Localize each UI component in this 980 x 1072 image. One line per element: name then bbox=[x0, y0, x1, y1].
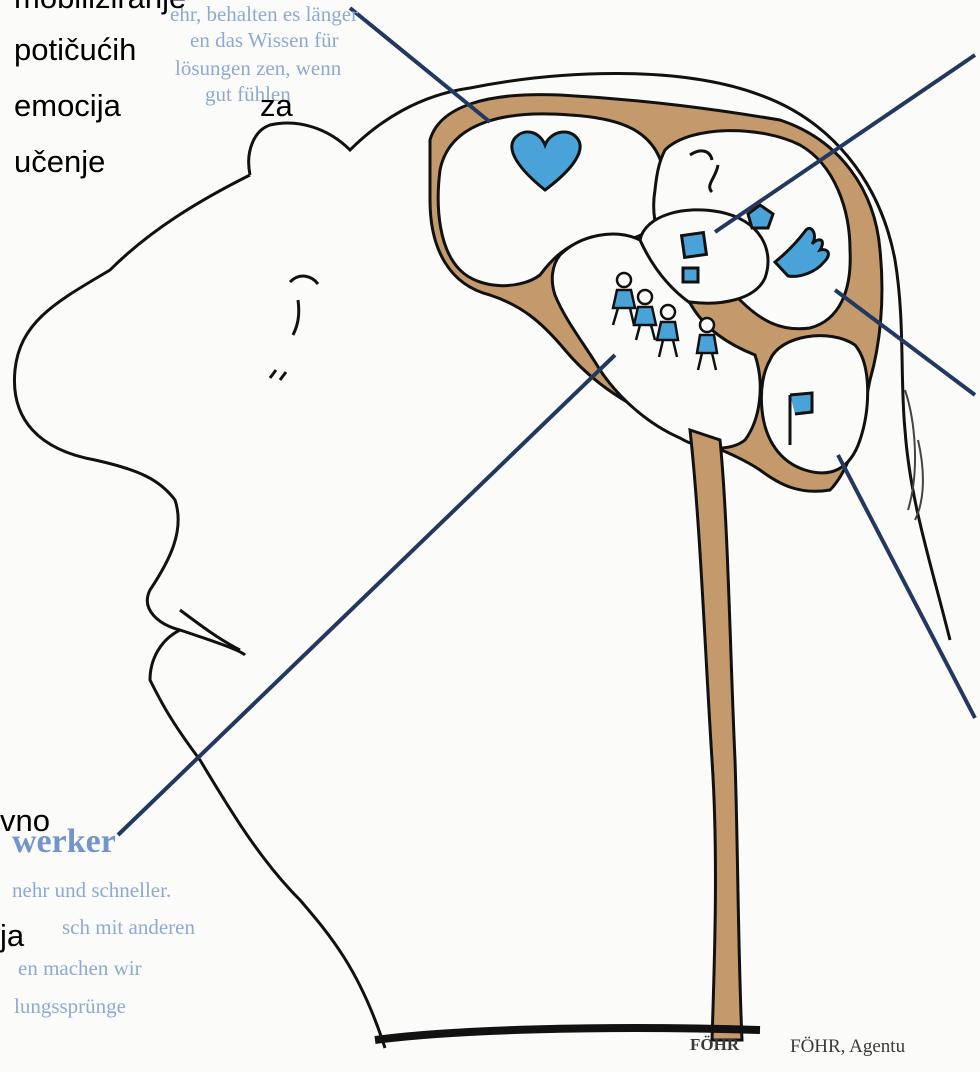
german-text-bottom-2: sch mit anderen bbox=[62, 917, 195, 938]
croatian-text-top-0: mobiliziranje bbox=[14, 0, 186, 13]
eyebrow bbox=[290, 276, 318, 284]
croatian-text-bottom-1: vno bbox=[0, 805, 50, 836]
small-cube-icon bbox=[683, 268, 698, 282]
german-text-bottom-3: en machen wir bbox=[18, 958, 142, 979]
croatian-text-top-3: učenje bbox=[14, 146, 105, 177]
german-text-bottom-1: nehr und schneller. bbox=[12, 880, 171, 901]
mouth bbox=[180, 610, 240, 650]
leader-line-emotion bbox=[350, 8, 490, 122]
cheek-mark bbox=[270, 370, 286, 380]
croatian-text-top-2b: za bbox=[260, 90, 293, 121]
german-text-top-3: lösungen zen, wenn bbox=[175, 58, 341, 79]
leader-line-lower bbox=[838, 455, 975, 718]
cube-icon bbox=[682, 233, 707, 258]
leader-line-social bbox=[118, 355, 615, 835]
croatian-text-bottom-2: ja bbox=[0, 920, 24, 951]
german-text-top-1: ehr, behalten es länger bbox=[170, 4, 358, 25]
brain-stem bbox=[690, 430, 742, 1040]
croatian-text-top-1: potičućih bbox=[14, 34, 136, 65]
german-text-bottom-4: lungssprünge bbox=[14, 996, 126, 1017]
eye bbox=[293, 300, 299, 335]
credit-text: FÖHR, Agentu bbox=[790, 1036, 905, 1058]
croatian-text-top-2: emocija bbox=[14, 90, 121, 121]
german-text-top-2: en das Wissen für bbox=[190, 30, 339, 51]
artist-signature: FÖHR bbox=[690, 1035, 739, 1055]
lobe-lower-right bbox=[761, 336, 867, 473]
